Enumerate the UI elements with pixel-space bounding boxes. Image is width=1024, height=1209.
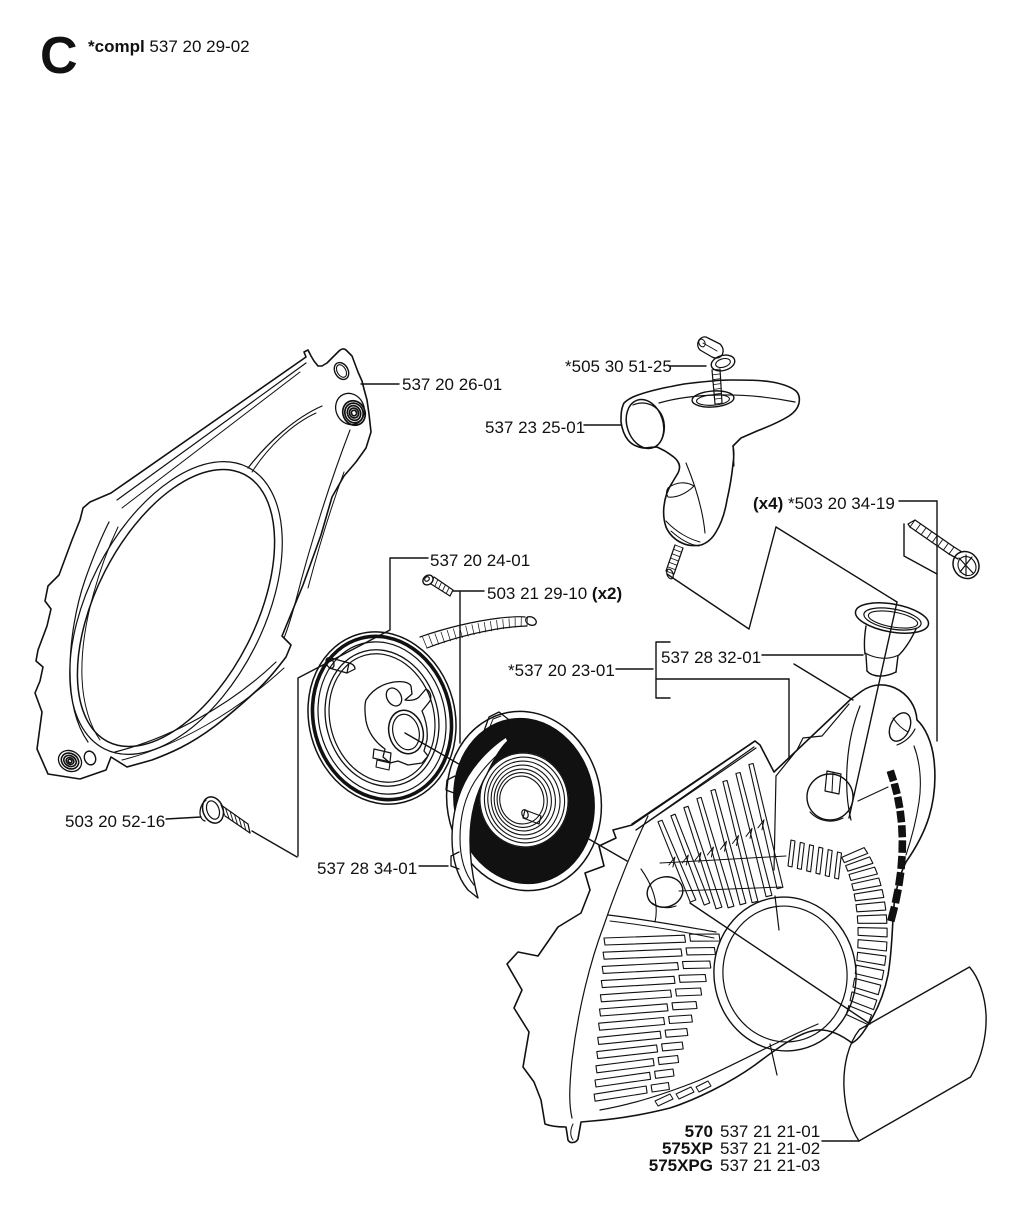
svg-text:(x4) *503 20 34-19: (x4) *503 20 34-19 bbox=[753, 494, 895, 513]
svg-text:537 20 26-01: 537 20 26-01 bbox=[402, 375, 502, 394]
svg-text:537 21 21-03: 537 21 21-03 bbox=[720, 1156, 820, 1175]
svg-text:537 23 25-01: 537 23 25-01 bbox=[485, 418, 585, 437]
svg-text:503 20 52-16: 503 20 52-16 bbox=[65, 812, 165, 831]
svg-text:537 28 34-01: 537 28 34-01 bbox=[317, 859, 417, 878]
svg-text:537 28 32-01: 537 28 32-01 bbox=[661, 648, 761, 667]
svg-text:*compl 537 20 29-02: *compl 537 20 29-02 bbox=[88, 37, 250, 56]
svg-text:537 21 21-01: 537 21 21-01 bbox=[720, 1122, 820, 1141]
svg-text:575XP: 575XP bbox=[662, 1139, 713, 1158]
svg-text:537 20 24-01: 537 20 24-01 bbox=[430, 551, 530, 570]
svg-text:*537 20 23-01: *537 20 23-01 bbox=[508, 661, 615, 680]
svg-text:537 21 21-02: 537 21 21-02 bbox=[720, 1139, 820, 1158]
svg-text:575XPG: 575XPG bbox=[649, 1156, 713, 1175]
svg-text:570: 570 bbox=[685, 1122, 713, 1141]
svg-text:503 21 29-10 (x2): 503 21 29-10 (x2) bbox=[487, 584, 622, 603]
svg-text:C: C bbox=[40, 27, 78, 85]
svg-text:*505 30 51-25: *505 30 51-25 bbox=[565, 357, 672, 376]
